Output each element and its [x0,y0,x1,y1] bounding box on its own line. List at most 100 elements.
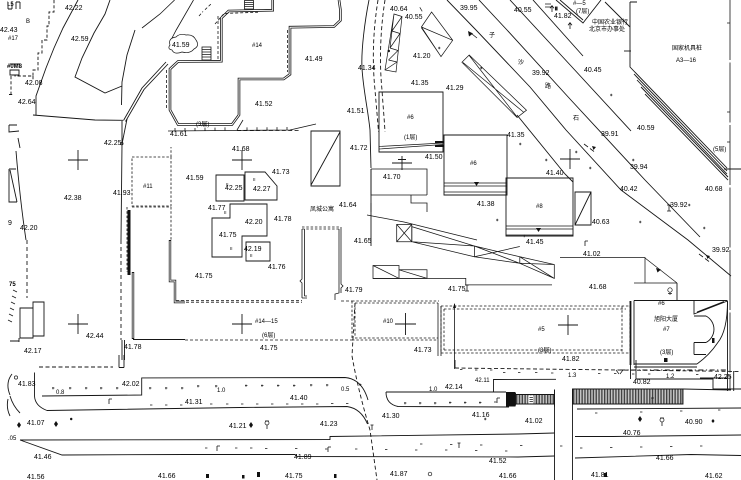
svg-text:#14—15: #14—15 [255,319,278,325]
svg-text:41.68: 41.68 [232,146,250,153]
svg-text:41.73: 41.73 [414,347,432,354]
svg-text:42.44: 42.44 [86,333,104,340]
svg-text:#—5: #—5 [573,1,586,7]
svg-text:41.21: 41.21 [229,423,247,430]
svg-text:42.59: 42.59 [71,36,89,43]
svg-text:41.51: 41.51 [347,108,365,115]
svg-text:40.59: 40.59 [637,125,655,132]
svg-text:41.78: 41.78 [274,216,292,223]
svg-text:41.20: 41.20 [413,53,431,60]
svg-text:#8: #8 [536,204,543,210]
svg-text:41.45: 41.45 [526,239,544,246]
svg-text:#5: #5 [538,327,545,333]
svg-text:中国农业银行: 中国农业银行 [592,18,628,26]
svg-text:#7: #7 [663,327,670,333]
svg-text:41.30: 41.30 [382,413,400,420]
svg-text:.05: .05 [8,436,17,442]
svg-text:B: B [26,19,30,25]
svg-text:L5: L5 [7,2,14,8]
svg-text:石: 石 [573,115,579,122]
svg-text:(3层): (3层) [660,349,673,356]
svg-text:40.64: 40.64 [390,6,408,13]
svg-text:39.94: 39.94 [630,164,648,171]
svg-text:旭阳大厦: 旭阳大厦 [654,315,678,323]
svg-text:40.82: 40.82 [633,379,651,386]
svg-text:(3层): (3层) [538,347,551,354]
svg-text:39.92: 39.92 [712,247,730,254]
svg-text:41.79: 41.79 [345,287,363,294]
svg-text:42.02: 42.02 [122,381,140,388]
svg-text:39.92: 39.92 [670,202,688,209]
svg-text:40.68: 40.68 [705,186,723,193]
svg-text:41.82: 41.82 [554,13,572,20]
svg-text:41.76: 41.76 [268,264,286,271]
svg-text:40.76: 40.76 [623,430,641,437]
svg-text:42.08: 42.08 [25,80,43,87]
svg-text:0.8: 0.8 [56,390,65,396]
svg-text:沙: 沙 [518,59,524,66]
svg-text:42.17: 42.17 [24,348,42,355]
svg-text:41.38: 41.38 [477,201,495,208]
svg-text:路: 路 [545,82,551,90]
svg-text:41.93: 41.93 [113,190,131,197]
svg-text:41.75: 41.75 [195,273,213,280]
svg-text:41.87: 41.87 [390,471,408,478]
svg-text:40.90: 40.90 [685,419,703,426]
svg-text:#6: #6 [658,301,665,307]
svg-text:42.25: 42.25 [714,374,732,381]
svg-text:(7层): (7层) [576,8,589,15]
svg-text:II: II [555,6,558,11]
svg-text:41.40: 41.40 [546,170,564,177]
svg-text:42.20: 42.20 [245,219,263,226]
svg-text:42.22: 42.22 [65,5,83,12]
svg-text:#6: #6 [407,115,414,121]
svg-text:41.78: 41.78 [124,344,142,351]
svg-text:41.62: 41.62 [705,473,723,480]
svg-text:42.64: 42.64 [18,99,36,106]
svg-text:42.27: 42.27 [253,186,271,193]
svg-text:41.81: 41.81 [591,472,609,479]
svg-text:40.45: 40.45 [584,67,602,74]
svg-text:41.56: 41.56 [27,474,45,480]
svg-text:42.38: 42.38 [64,195,82,202]
svg-text:39.91: 39.91 [601,131,619,138]
svg-text:1.0: 1.0 [217,388,226,394]
svg-text:39.95: 39.95 [460,5,478,12]
svg-text:(3层): (3层) [196,121,209,128]
svg-text:#10: #10 [383,319,394,325]
svg-text:II: II [250,253,253,258]
svg-text:41.75: 41.75 [285,473,303,480]
svg-text:75: 75 [9,282,16,288]
svg-text:41.29: 41.29 [446,85,464,92]
svg-text:41.66: 41.66 [499,473,517,480]
svg-text:II: II [253,177,256,182]
svg-text:41.31: 41.31 [185,399,203,406]
svg-text:41.65: 41.65 [354,238,372,245]
svg-text:41.75: 41.75 [448,286,466,293]
svg-text:42.43: 42.43 [0,27,18,34]
svg-text:42.11: 42.11 [475,378,490,384]
svg-text:41.46: 41.46 [34,454,52,461]
svg-text:41.82: 41.82 [562,356,580,363]
svg-text:41.70: 41.70 [383,174,401,181]
svg-text:41.52: 41.52 [255,101,273,108]
svg-text:凤城公寓: 凤城公寓 [310,205,334,213]
svg-text:41.02: 41.02 [525,418,543,425]
svg-text:41.68: 41.68 [589,284,607,291]
svg-text:41.02: 41.02 [583,251,601,258]
svg-text:41.52: 41.52 [489,458,507,465]
svg-text:41.16: 41.16 [472,412,490,419]
svg-text:子: 子 [489,32,495,39]
svg-text:41.89: 41.89 [294,454,312,461]
svg-text:#14: #14 [252,43,263,49]
svg-text:41.23: 41.23 [320,421,338,428]
svg-text:41.75: 41.75 [260,345,278,352]
svg-text:II: II [226,182,229,187]
svg-text:41.34: 41.34 [358,65,376,72]
svg-text:41.66: 41.66 [656,455,674,462]
svg-text:41.07: 41.07 [27,420,45,427]
svg-text:国家机具桩: 国家机具桩 [672,44,702,52]
svg-text:42.14: 42.14 [445,384,463,391]
svg-text:41.72: 41.72 [350,145,368,152]
svg-text:1.2: 1.2 [666,374,675,380]
